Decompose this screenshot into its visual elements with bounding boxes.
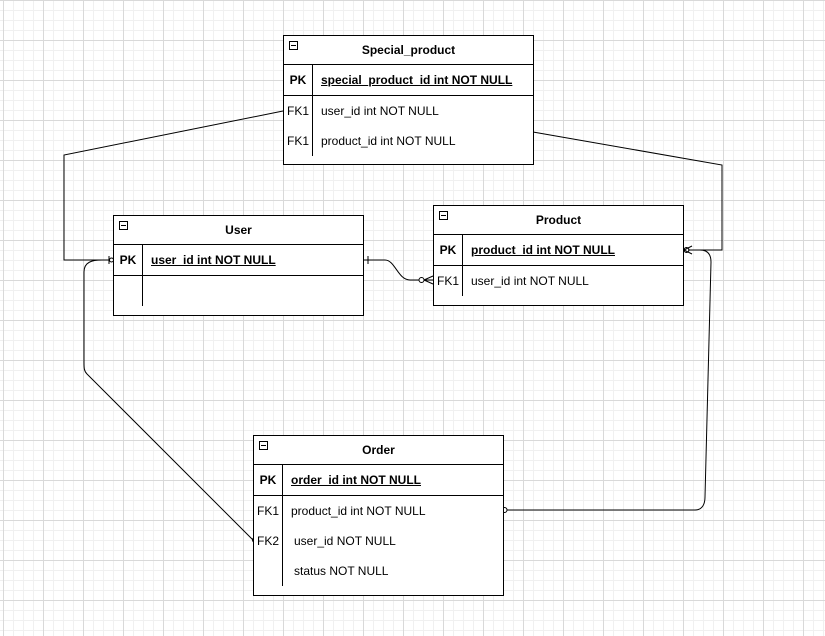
product-fk-optional-marker [418, 277, 425, 283]
table-row[interactable]: FK1 user_id int NOT NULL [284, 96, 533, 126]
collapse-icon[interactable] [439, 211, 448, 220]
attribute-label: user_id int NOT NULL [151, 253, 276, 267]
entity-title: Special_product [361, 43, 456, 57]
table-row[interactable]: FK2 user_id NOT NULL [254, 526, 503, 556]
entity-header[interactable]: User [114, 216, 363, 245]
attribute-label: user_id int NOT NULL [321, 104, 439, 118]
field-section: FK1 user_id int NOT NULL [434, 266, 683, 296]
product-optional-marker [683, 247, 690, 253]
table-row[interactable]: status NOT NULL [254, 556, 503, 586]
entity-header[interactable]: Product [434, 206, 683, 235]
key-label: PK [284, 65, 313, 95]
crowfoot-top [423, 275, 434, 281]
entity-header[interactable]: Special_product [284, 36, 533, 65]
entity-header[interactable]: Order [254, 436, 503, 465]
table-row[interactable]: PK order_id int NOT NULL [254, 465, 503, 495]
attribute-label: user_id NOT NULL [294, 534, 396, 548]
field-section: FK1 user_id int NOT NULL FK1 product_id … [284, 96, 533, 156]
entity-special-product[interactable]: Special_product PK special_product_id in… [283, 35, 534, 165]
key-label: PK [254, 465, 283, 495]
pk-section: PK special_product_id int NOT NULL [284, 65, 533, 96]
attribute-label: special_product_id int NOT NULL [321, 73, 513, 87]
entity-product[interactable]: Product PK product_id int NOT NULL FK1 u… [433, 205, 684, 306]
pk-section: PK order_id int NOT NULL [254, 465, 503, 496]
table-row[interactable]: FK1 product_id int NOT NULL [254, 496, 503, 526]
empty-row [114, 276, 363, 306]
table-row[interactable]: FK1 user_id int NOT NULL [434, 266, 683, 296]
table-row[interactable]: FK1 product_id int NOT NULL [284, 126, 533, 156]
table-row[interactable]: PK product_id int NOT NULL [434, 235, 683, 265]
relationship-user-product [363, 259, 433, 281]
attribute-label: user_id int NOT NULL [471, 274, 589, 288]
collapse-icon[interactable] [119, 221, 128, 230]
key-label: FK1 [434, 266, 463, 296]
key-label: FK1 [254, 496, 283, 526]
key-label [254, 556, 283, 586]
entity-user[interactable]: User PK user_id int NOT NULL [113, 215, 364, 316]
collapse-icon[interactable] [289, 41, 298, 50]
attribute-label: product_id int NOT NULL [471, 243, 615, 257]
entity-title: User [225, 223, 252, 237]
key-label: FK1 [284, 126, 313, 156]
key-label: PK [434, 235, 463, 265]
field-section [114, 276, 363, 306]
pk-section: PK product_id int NOT NULL [434, 235, 683, 266]
key-label: FK2 [254, 526, 283, 556]
attribute-label: product_id int NOT NULL [321, 134, 456, 148]
empty-key [114, 276, 143, 306]
attribute-label: status NOT NULL [294, 564, 389, 578]
table-row[interactable]: PK user_id int NOT NULL [114, 245, 363, 275]
entity-title: Order [362, 443, 395, 457]
entity-title: Product [535, 213, 582, 227]
attribute-label: product_id int NOT NULL [291, 504, 426, 518]
collapse-icon[interactable] [259, 441, 268, 450]
table-row[interactable]: PK special_product_id int NOT NULL [284, 65, 533, 95]
entity-order[interactable]: Order PK order_id int NOT NULL FK1 produ… [253, 435, 504, 596]
attribute-label: order_id int NOT NULL [291, 473, 421, 487]
pk-section: PK user_id int NOT NULL [114, 245, 363, 276]
crowfoot-bottom [423, 279, 434, 285]
key-label: FK1 [284, 96, 313, 126]
product-arrow-top [683, 245, 693, 251]
field-section: FK1 product_id int NOT NULL FK2 user_id … [254, 496, 503, 586]
product-arrow-bottom [683, 249, 693, 255]
key-label: PK [114, 245, 143, 275]
